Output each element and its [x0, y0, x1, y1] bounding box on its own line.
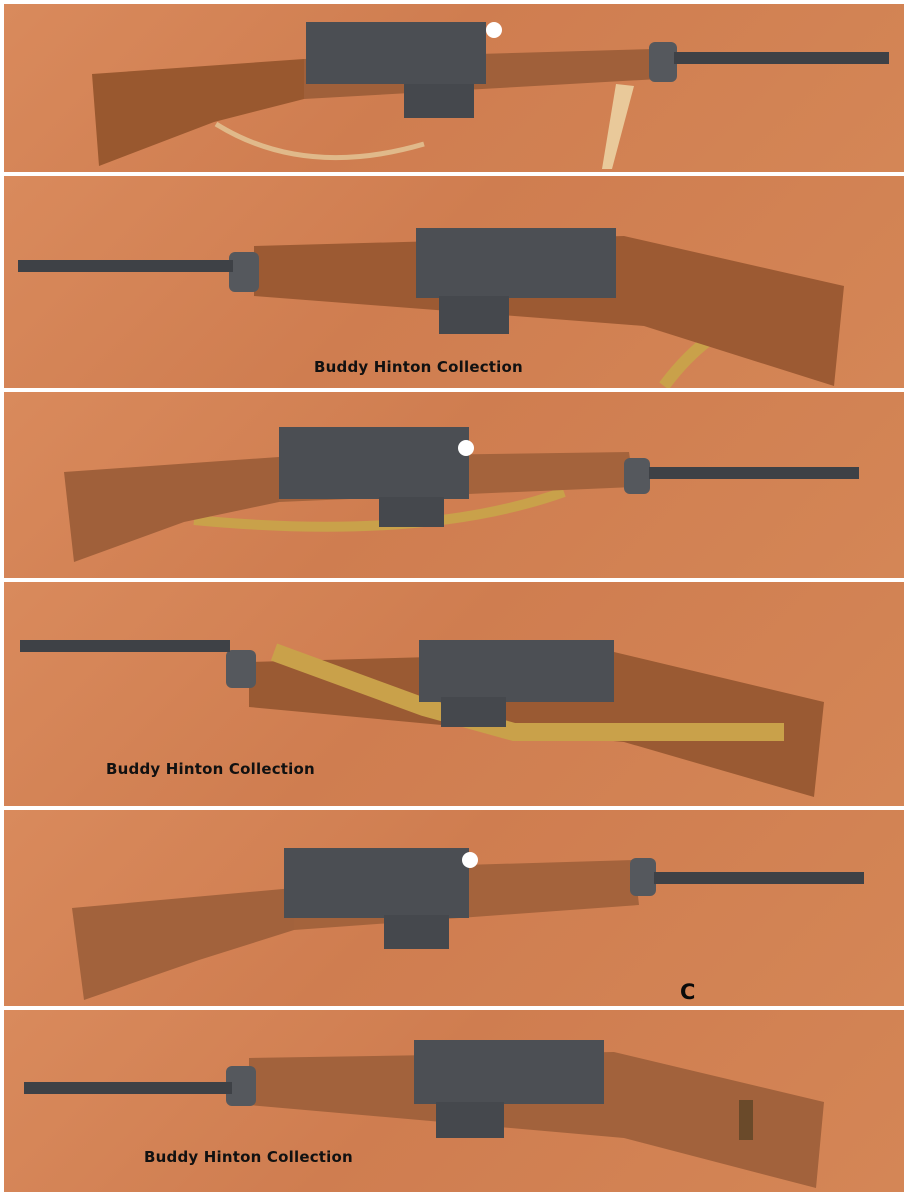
photo-panel-a-right: A [4, 4, 904, 172]
rifle-photo [72, 848, 864, 1000]
collection-credit: Buddy Hinton Collection [314, 358, 523, 376]
photo-panel-a-left: Buddy Hinton Collection [4, 176, 904, 388]
collection-credit: Buddy Hinton Collection [106, 760, 315, 778]
rifle-photo [20, 640, 824, 797]
rifle-photo [24, 1040, 824, 1188]
rifle-photo [18, 228, 844, 388]
group-label: C [680, 980, 696, 1004]
rifle-photo [64, 427, 859, 562]
rifle-photo [92, 22, 889, 169]
photo-panel-c-right: C [4, 810, 904, 1006]
photo-panel-c-left: Buddy Hinton Collection [4, 1010, 904, 1192]
group-label: A [690, 170, 706, 172]
photo-panel-b-right: B [4, 392, 904, 578]
photo-panel-b-left: Buddy Hinton Collection [4, 582, 904, 806]
collection-credit: Buddy Hinton Collection [144, 1148, 353, 1166]
